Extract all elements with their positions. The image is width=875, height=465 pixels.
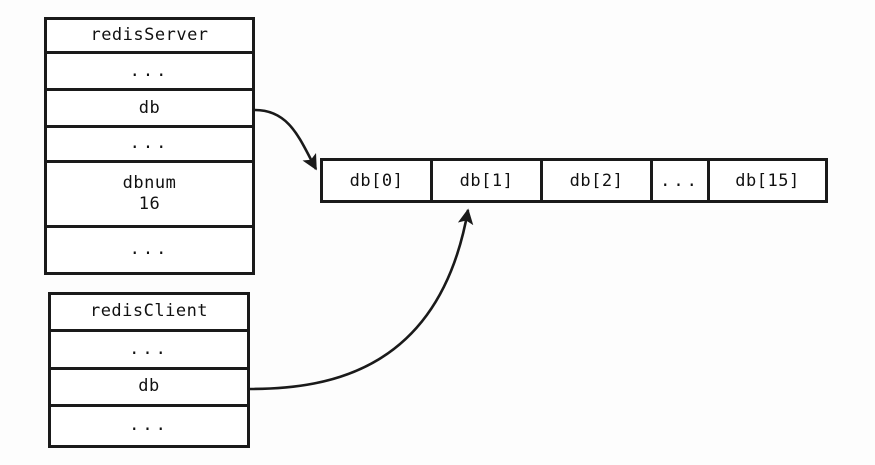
db-array-cell-0: db[0] bbox=[323, 161, 433, 200]
db-array-cell-15: db[15] bbox=[710, 161, 825, 200]
redis-server-field-dbnum: dbnum 16 bbox=[47, 162, 252, 229]
redis-server-dbnum-value: 16 bbox=[138, 193, 161, 214]
redis-server-ellipsis-top: ... bbox=[47, 54, 252, 92]
redis-client-ellipsis-bottom: ... bbox=[51, 406, 247, 446]
db-array-cell-1: db[1] bbox=[433, 161, 543, 200]
redis-client-field-db: db bbox=[51, 370, 247, 407]
redis-client-ellipsis-top: ... bbox=[51, 331, 247, 371]
redis-server-ellipsis-middle: ... bbox=[47, 128, 252, 163]
redis-server-dbnum-label: dbnum bbox=[122, 172, 177, 193]
redis-client-title: redisClient bbox=[51, 295, 247, 332]
redis-server-ellipsis-bottom: ... bbox=[47, 228, 252, 272]
redis-server-field-db: db bbox=[47, 91, 252, 129]
arrow-client-db-to-db1 bbox=[249, 208, 474, 391]
db-array: db[0] db[1] db[2] ... db[15] bbox=[320, 158, 828, 203]
db-array-cell-2: db[2] bbox=[543, 161, 653, 200]
db-array-cell-ellipsis: ... bbox=[653, 161, 710, 200]
redis-server-struct: redisServer ... db ... dbnum 16 ... bbox=[44, 17, 255, 275]
redis-server-title: redisServer bbox=[47, 20, 252, 55]
redis-client-struct: redisClient ... db ... bbox=[48, 292, 250, 448]
arrow-server-db-to-array bbox=[254, 108, 318, 171]
